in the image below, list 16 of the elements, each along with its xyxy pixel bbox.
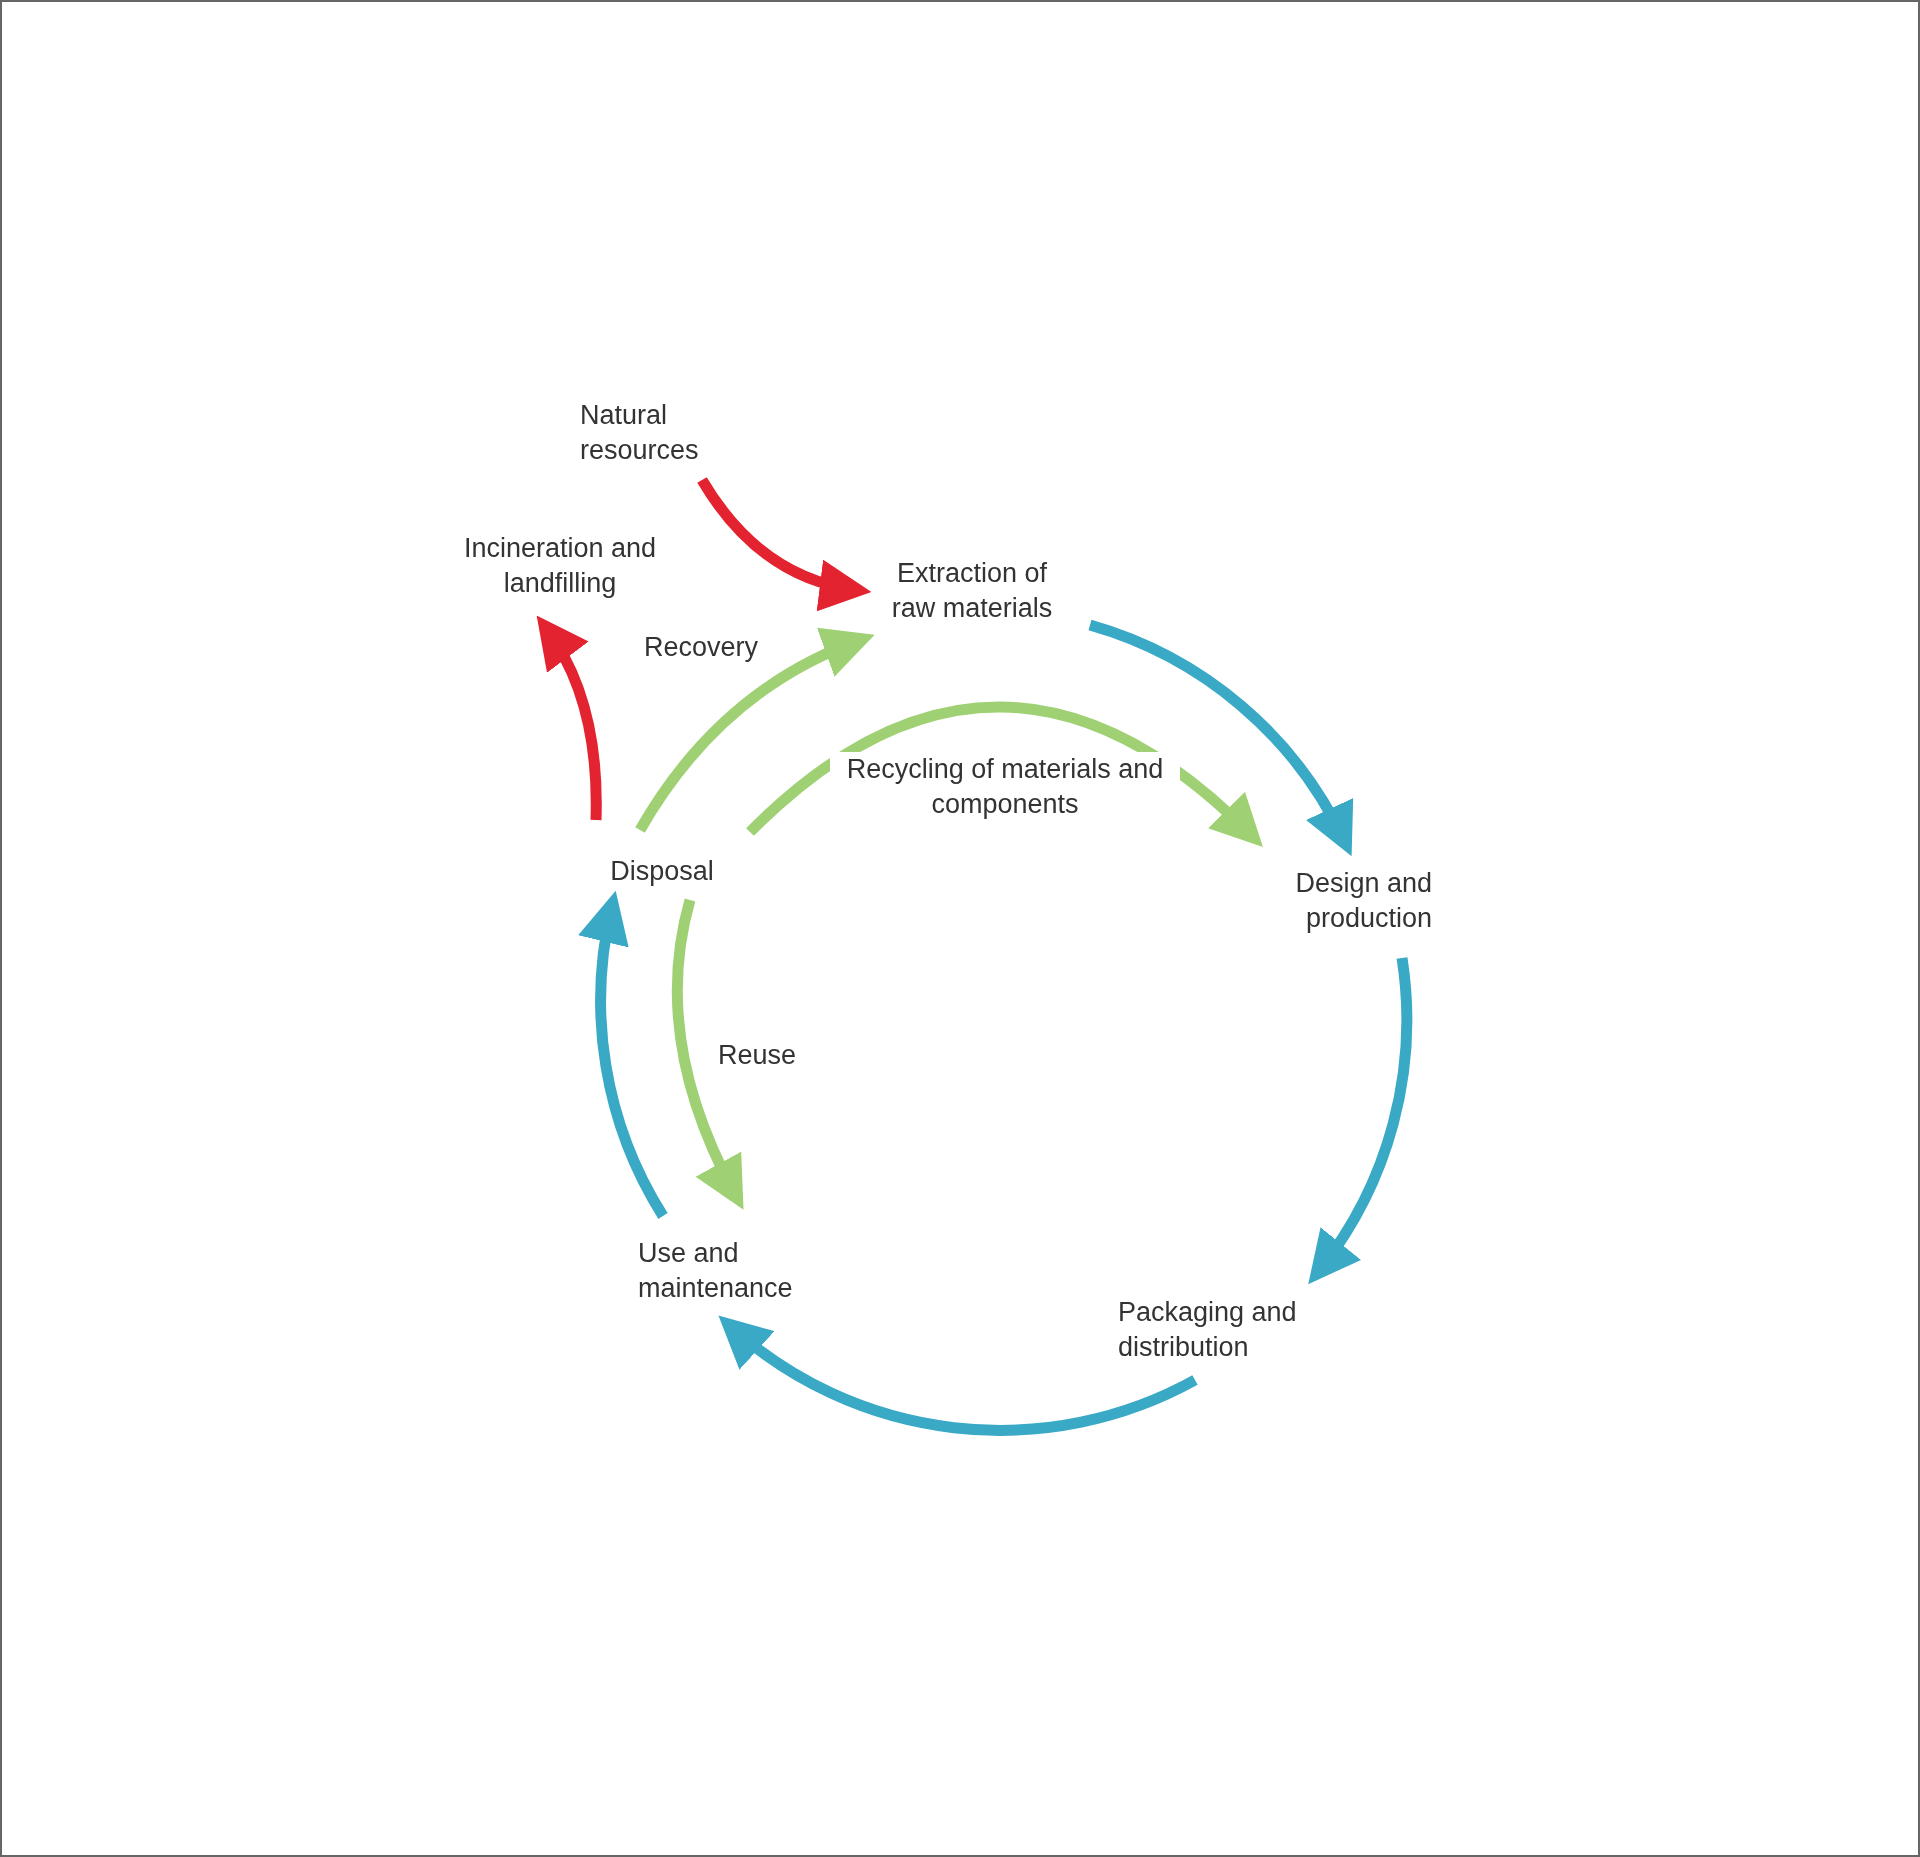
arrow: [697, 477, 872, 610]
stage-label: Packaging and distribution: [1118, 1295, 1298, 1364]
stage-label: Design and production: [1294, 866, 1432, 935]
arrow: [579, 890, 668, 1219]
arrow: [1088, 619, 1353, 856]
stage-label: Use and maintenance: [638, 1236, 794, 1305]
arrow: [717, 1316, 1198, 1436]
stage-label: Disposal: [609, 855, 715, 889]
arrow: [671, 898, 744, 1210]
arrow: [635, 629, 875, 833]
arrow: [1308, 957, 1412, 1285]
stage-label: Natural resources: [580, 398, 700, 467]
arrow: [746, 701, 1264, 847]
arrow: [537, 615, 602, 821]
stage-label: Incineration and landfilling: [462, 531, 658, 600]
stage-label: Extraction of raw materials: [890, 556, 1054, 625]
